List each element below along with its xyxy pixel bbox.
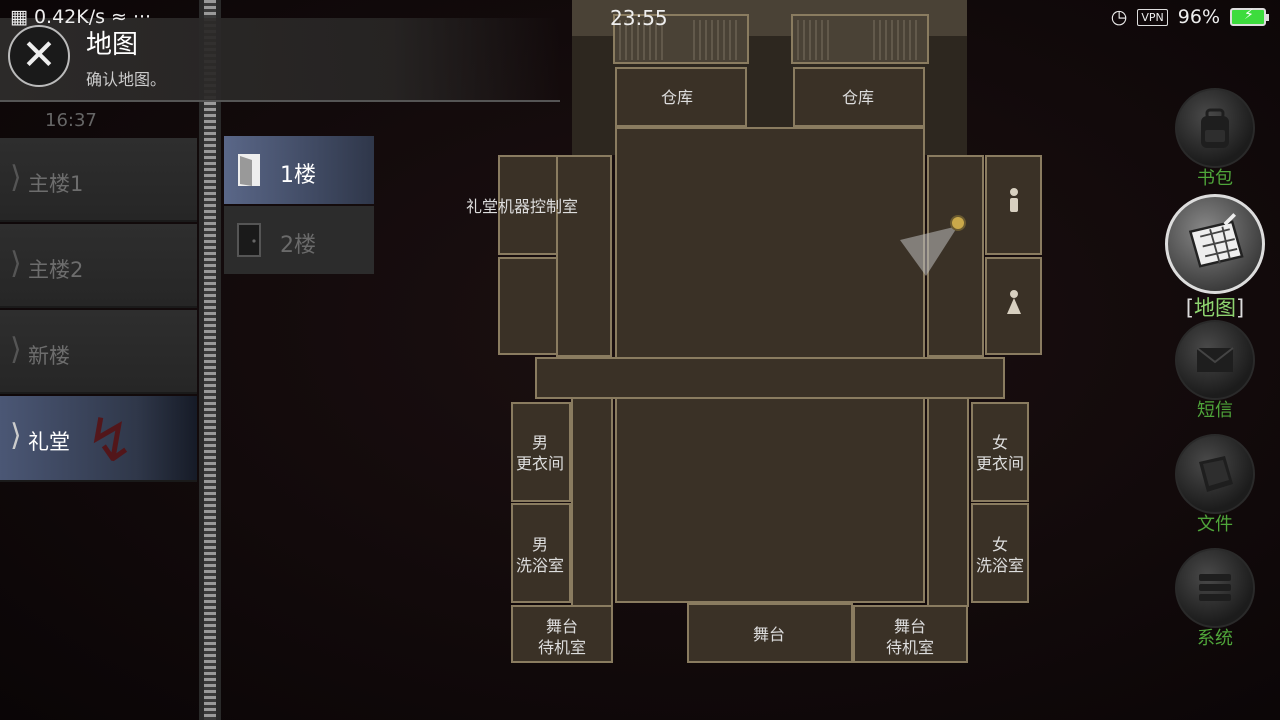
menu-label: 文件: [1197, 514, 1233, 535]
chevron-right-icon: ⟩: [10, 246, 22, 281]
menu-circle: [1175, 320, 1255, 400]
floor-plan: [498, 0, 1042, 663]
building-item-new[interactable]: ⟩ 新楼: [0, 310, 197, 394]
close-icon: ✕: [21, 30, 57, 79]
room-label-line: 女: [991, 535, 1008, 554]
notification-subtitle: 确认地图。: [86, 70, 167, 89]
menu-messages[interactable]: 短信: [1170, 320, 1260, 422]
room-label-line: 待机室: [537, 638, 586, 657]
battery-icon: ⚡: [1230, 7, 1269, 26]
building-label: 礼堂: [28, 430, 70, 454]
room-label-line: 男: [531, 433, 548, 452]
blood-scratch-decoration: ↯: [85, 406, 136, 476]
wifi-icon: ≈: [111, 6, 127, 28]
room-label: 仓库: [842, 88, 875, 107]
room-label: 女 洗浴室: [974, 534, 1026, 576]
floor-item-2[interactable]: 2楼: [224, 206, 374, 274]
room-label: 男 更衣间: [514, 432, 566, 474]
building-label: 新楼: [28, 344, 70, 368]
status-clock: 23:55: [610, 6, 668, 30]
room-label: 仓库: [661, 88, 694, 107]
menu-label: 系统: [1197, 628, 1233, 649]
system-icon: [1199, 574, 1231, 601]
notification-icon: ▦: [10, 6, 28, 28]
status-bar: ▦ 0.42K/s ≈ ··· 23:55 ◷ VPN 96% ⚡: [0, 0, 1280, 36]
alarm-icon: ◷: [1110, 6, 1128, 28]
door-closed-icon: [237, 223, 261, 257]
building-label: 主楼2: [28, 258, 84, 282]
room-label: 男 洗浴室: [514, 534, 566, 576]
room-label-line: 舞台: [545, 617, 578, 636]
floor-map: 仓库 仓库 礼堂机器控制室 男 更衣间 男 洗浴室 女 更衣间 女 洗浴室 舞台…: [466, 0, 1060, 680]
menu-label: 短信: [1197, 400, 1233, 421]
book-icon: [1199, 456, 1233, 492]
menu-label: 书包: [1197, 168, 1233, 189]
menu-files[interactable]: 文件: [1170, 434, 1260, 536]
room-label-line: 舞台: [893, 617, 926, 636]
notification-title: 地图: [86, 30, 139, 60]
chevron-right-icon: ⟩: [10, 418, 22, 453]
floor-item-1[interactable]: 1楼: [224, 136, 374, 204]
view-cone: [900, 226, 958, 276]
map-notification: ✕ 地图 确认地图。: [0, 18, 560, 102]
floor-label: 1楼: [280, 163, 316, 188]
building-item-main2[interactable]: ⟩ 主楼2: [0, 224, 197, 308]
floor-label: 2楼: [280, 233, 316, 258]
envelope-icon: [1196, 347, 1234, 372]
player-marker: [950, 215, 966, 231]
menu-circle: [1175, 548, 1255, 628]
play-timer: 16:37: [45, 110, 97, 131]
panel-divider: [199, 0, 221, 720]
room-label: 舞台: [753, 625, 786, 644]
menu-system[interactable]: 系统: [1170, 548, 1260, 650]
battery-percent: 96%: [1177, 6, 1220, 28]
room-label-line: 洗浴室: [975, 556, 1024, 575]
building-label: 主楼1: [28, 172, 84, 196]
more-icon: ···: [132, 6, 152, 28]
room-label-line: 男: [531, 535, 548, 554]
close-button[interactable]: ✕: [8, 25, 70, 87]
room-label: 舞台 待机室: [530, 616, 594, 658]
room-label: 舞台 待机室: [878, 616, 942, 658]
room-label-line: 女: [991, 433, 1008, 452]
chevron-right-icon: ⟩: [10, 332, 22, 367]
room-label: 礼堂机器控制室: [466, 197, 579, 216]
backpack-icon: [1201, 108, 1229, 148]
net-speed: 0.42K/s: [33, 6, 106, 28]
map-icon: [1188, 213, 1244, 268]
room-label-line: 更衣间: [515, 454, 564, 473]
door-open-icon: [238, 154, 260, 186]
menu-label: 地图: [1160, 292, 1270, 322]
menu-backpack[interactable]: 书包: [1170, 88, 1260, 190]
building-item-main1[interactable]: ⟩ 主楼1: [0, 138, 197, 222]
room-label-line: 更衣间: [975, 454, 1024, 473]
menu-map[interactable]: 地图: [1160, 194, 1270, 322]
room-label-line: 待机室: [885, 638, 934, 657]
building-item-auditorium[interactable]: ↯ ⟩ 礼堂: [0, 396, 197, 482]
vpn-badge: VPN: [1137, 8, 1168, 26]
restroom-icon: [1007, 188, 1021, 314]
menu-circle: [1175, 88, 1255, 168]
room-label-line: 洗浴室: [515, 556, 564, 575]
menu-circle: [1175, 434, 1255, 514]
chevron-right-icon: ⟩: [10, 160, 22, 195]
room-label: 女 更衣间: [974, 432, 1026, 474]
menu-circle: [1165, 194, 1265, 294]
